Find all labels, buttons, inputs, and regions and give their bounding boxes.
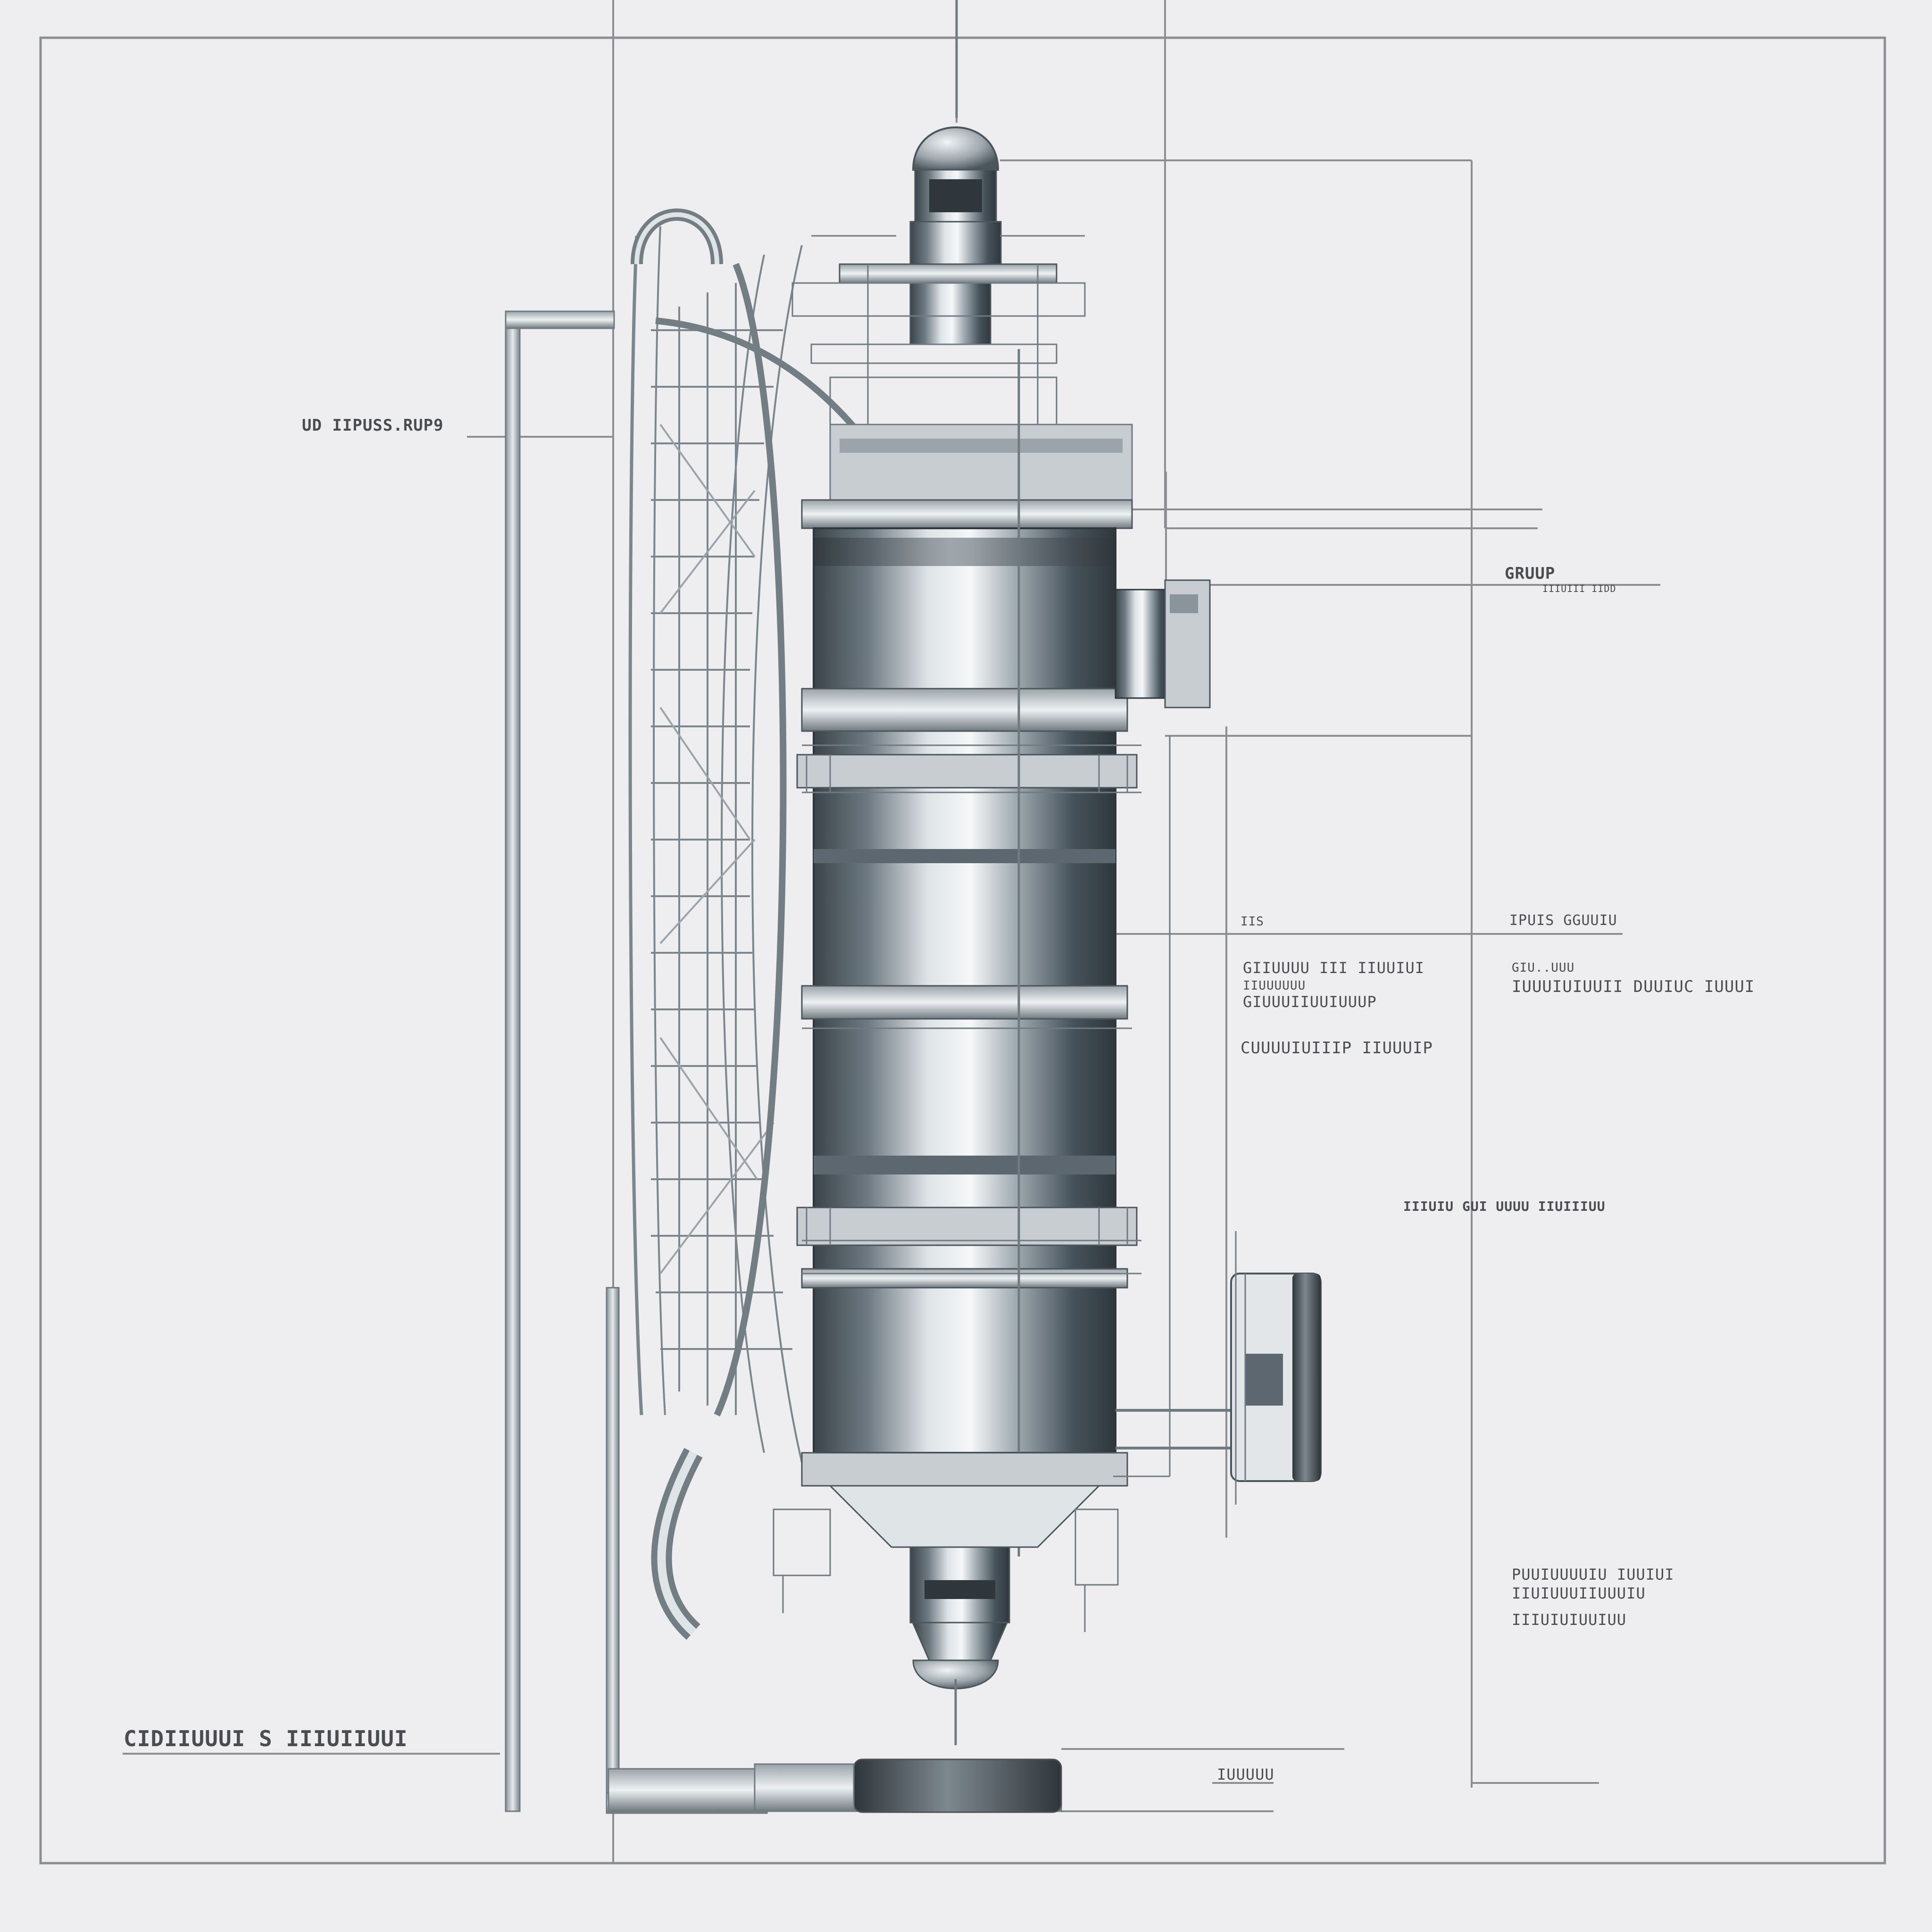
- callout-bottom-right-3: IIIUIUIUUIUU: [1512, 1611, 1627, 1629]
- callout-right-mid-3: IUUUIUIUUII DUUIUC IUUUI: [1512, 977, 1755, 996]
- callout-center-mid-1: GIIUUUU III IIUUIUI: [1243, 959, 1425, 977]
- callout-right-mid-2: GIU..UUU: [1512, 961, 1575, 975]
- callout-right-upper: GRUUP: [1505, 564, 1556, 583]
- callout-bottom-right-1: PUUIUUUUIU IUUIUI: [1512, 1566, 1674, 1583]
- callout-bottom-left: CIDIIUUUI S IIIUIIUUI: [124, 1726, 408, 1751]
- top-assembly: [791, 0, 1133, 529]
- side-nozzle: [1115, 579, 1211, 708]
- outer-piping: [505, 310, 1062, 1814]
- bottom-assembly: [773, 736, 1171, 1745]
- callout-center-mid-3: GIUUUIIUUIUUUP: [1243, 993, 1377, 1011]
- callout-right-lower: IIIUIU GUI UUUU IIUIIIUU: [1403, 1199, 1606, 1214]
- main-vessel: [796, 349, 1141, 1557]
- callout-center-small: IIS: [1241, 915, 1264, 929]
- callout-right-mid: IPUIS GGUUIU: [1509, 912, 1617, 929]
- lattice-structure: [628, 226, 803, 1463]
- lower-pump: [1116, 1231, 1322, 1505]
- callout-center-lower: CUUUUIUIIIP IIUUUIP: [1241, 1039, 1433, 1058]
- callout-bottom-center: IUUUUU: [1217, 1765, 1274, 1783]
- callout-right-upper-sub: IIIUIII IIDD: [1542, 583, 1616, 594]
- callout-upper-left: UD IIPUSS.RUP9: [302, 416, 444, 435]
- callout-bottom-right-2: IIUIUUUIIUUUIU: [1512, 1584, 1646, 1602]
- outer-frame: [39, 36, 1886, 1865]
- callout-center-mid-2: IIUUUUUU: [1243, 979, 1306, 993]
